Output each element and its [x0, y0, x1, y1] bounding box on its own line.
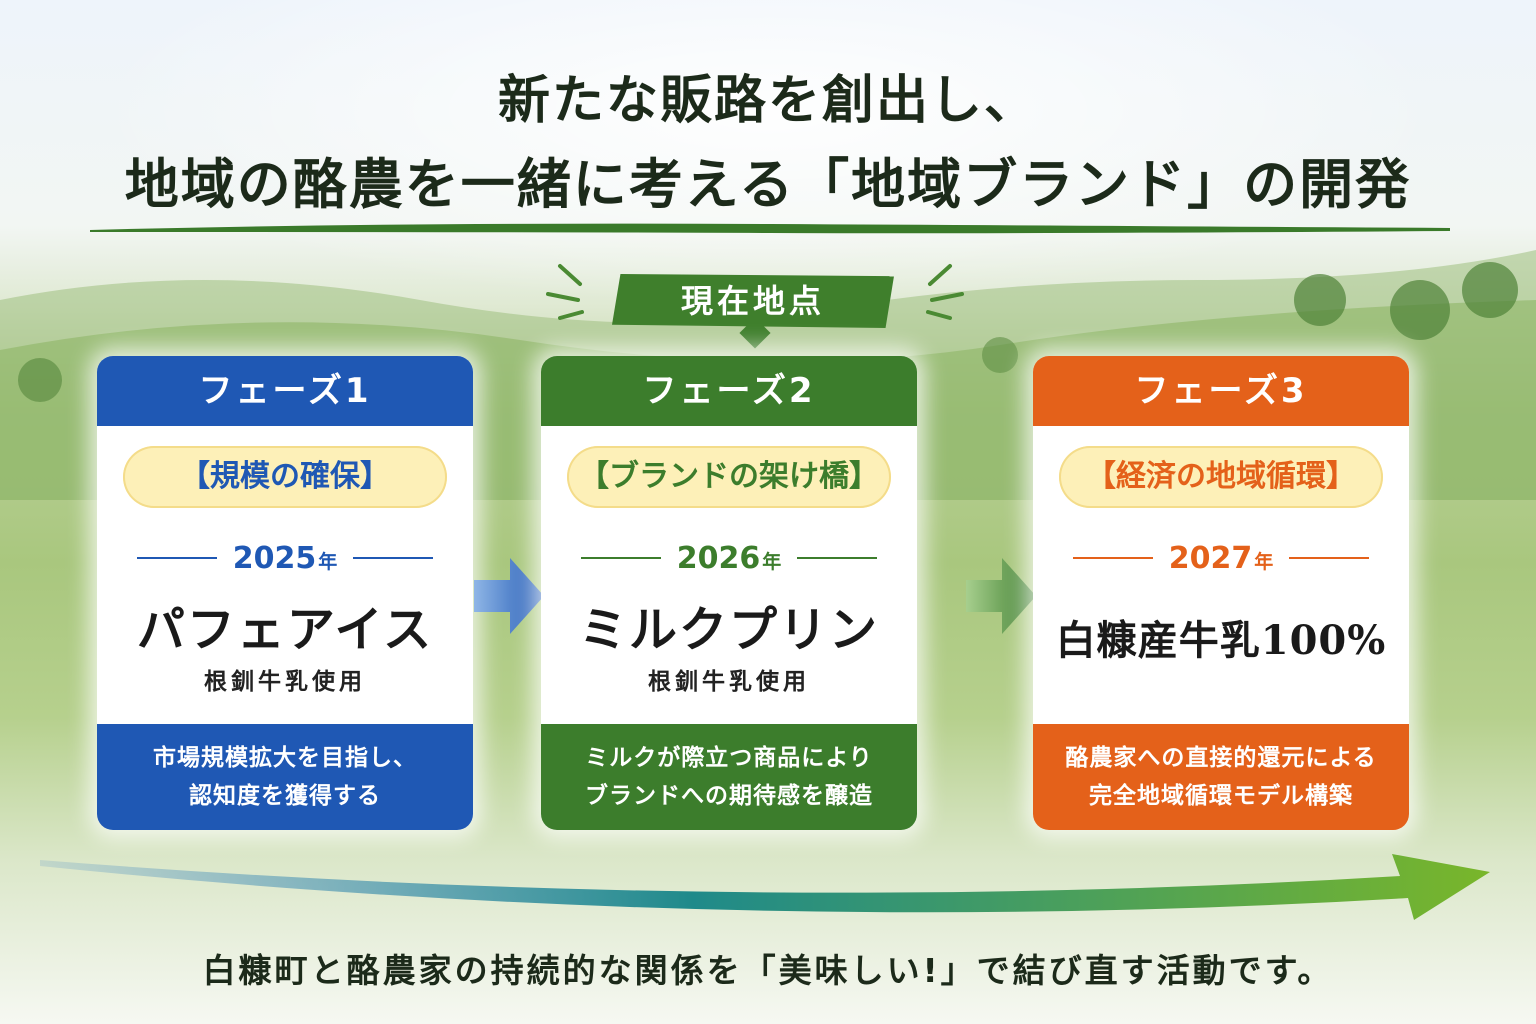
title-brush-underline [90, 223, 1450, 234]
chevron-right-arrow-icon [474, 558, 544, 634]
phase-3-description: 酪農家への直接的還元による 完全地域循環モデル構築 [1033, 724, 1409, 830]
phase-1-product: パフェアイス [136, 602, 434, 658]
phase-1-description: 市場規模拡大を目指し、 認知度を獲得する [97, 724, 473, 830]
phase-2-subtitle: 根釧牛乳使用 [648, 669, 810, 695]
current-position-badge: 現在地点 [612, 274, 894, 328]
year-divider [1289, 557, 1370, 559]
year-divider [797, 557, 878, 559]
phase-1-header: フェーズ1 [97, 356, 473, 426]
phase-1-theme: 【規模の確保】 [123, 446, 447, 508]
phase-3-product: 白糠産牛乳100% [1055, 617, 1387, 664]
phase-2-product: ミルクプリン [578, 602, 879, 658]
main-title-line-1: 新たな販路を創出し、 [497, 70, 1038, 131]
main-title-line-2: 地域の酪農を一緒に考える「地域ブランド」の開発 [124, 152, 1412, 216]
year-divider [1072, 557, 1153, 559]
footer-statement: 白糠町と酪農家の持続的な関係を「美味しい!」で結び直す活動です。 [202, 951, 1334, 990]
phase-3-theme: 【経済の地域循環】 [1059, 446, 1383, 508]
phase-3-header: フェーズ3 [1033, 356, 1409, 426]
phase-2-theme: 【ブランドの架け橋】 [567, 446, 891, 508]
chevron-right-arrow-icon [966, 558, 1036, 634]
phase-2-header: フェーズ2 [541, 356, 917, 426]
year-divider [580, 557, 661, 559]
phase-1-subtitle: 根釧牛乳使用 [204, 669, 366, 695]
sky-background [0, 0, 1536, 330]
year-divider [353, 557, 434, 559]
year-divider [136, 557, 217, 559]
phase-2-description: ミルクが際立つ商品により ブランドへの期待感を醸造 [541, 724, 917, 830]
highlight-sparks-icon [546, 264, 964, 320]
long-progress-arrow-icon [40, 854, 1490, 920]
